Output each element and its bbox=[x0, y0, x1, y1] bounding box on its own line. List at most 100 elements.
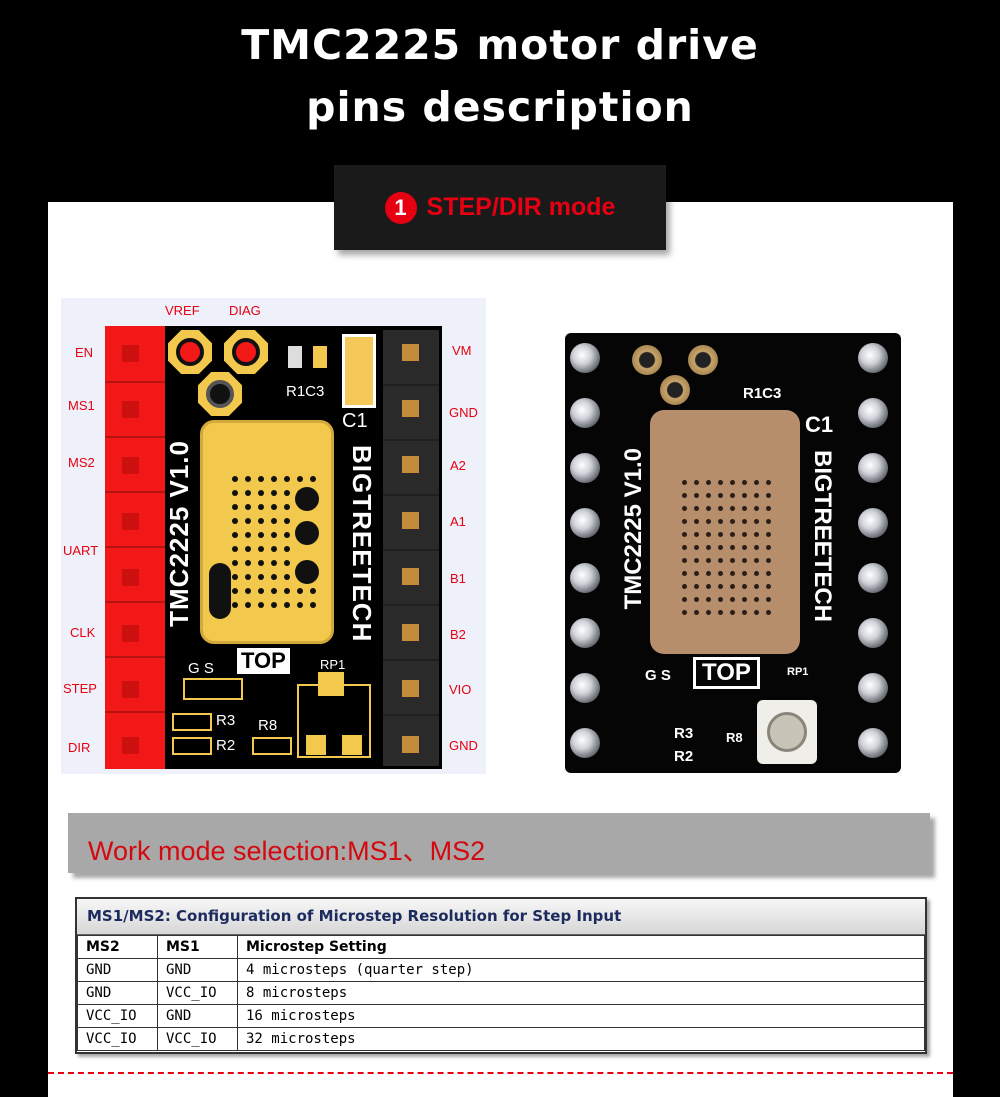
photo-via-dot bbox=[694, 506, 699, 511]
photo-via-dot bbox=[682, 571, 687, 576]
chip-via-dot bbox=[258, 518, 264, 524]
chip-via-dot bbox=[232, 574, 238, 580]
silk-top: TOP bbox=[237, 648, 290, 674]
chip-via-dot bbox=[232, 602, 238, 608]
photo-via-dot bbox=[730, 519, 735, 524]
chip-via-dot bbox=[271, 476, 277, 482]
photo-via-dot bbox=[682, 506, 687, 511]
photo-via-dot bbox=[706, 571, 711, 576]
rp1-pad-2 bbox=[306, 735, 326, 755]
silk-r3: R3 bbox=[216, 712, 236, 729]
photo-top-pin bbox=[632, 345, 662, 375]
photo-via-dot bbox=[766, 519, 771, 524]
via-pad bbox=[198, 372, 242, 416]
title-line-2: pins description bbox=[306, 83, 694, 131]
chip-via-dot bbox=[284, 476, 290, 482]
chip-via-dot bbox=[232, 588, 238, 594]
mode-label: STEP/DIR mode bbox=[426, 193, 616, 221]
photo-brand: BIGTREETECH bbox=[809, 450, 836, 623]
photo-via-dot bbox=[682, 597, 687, 602]
photo-via-dot bbox=[718, 558, 723, 563]
photo-via-dot bbox=[718, 545, 723, 550]
photo-via-dot bbox=[718, 493, 723, 498]
chip-via-dot bbox=[258, 560, 264, 566]
silk-chip-name: TMC2225 V1.0 bbox=[164, 440, 194, 627]
diag-label: DIAG bbox=[229, 303, 261, 318]
photo-r8: R8 bbox=[726, 730, 743, 745]
c3-component bbox=[313, 346, 327, 368]
chip-thermal-pad bbox=[200, 420, 334, 644]
microstep-table: MS1/MS2: Configuration of Microstep Reso… bbox=[75, 897, 927, 1054]
cell-ms2: VCC_IO bbox=[77, 1004, 158, 1028]
header-microstep: Microstep Setting bbox=[237, 935, 925, 959]
photo-via-dot bbox=[694, 571, 699, 576]
table-row: VCC_IO GND 16 microsteps bbox=[77, 1004, 925, 1028]
photo-via-dot bbox=[754, 493, 759, 498]
chip-via-dot bbox=[310, 574, 316, 580]
photo-via-dot bbox=[694, 493, 699, 498]
pin-label-vm: VM bbox=[452, 343, 472, 358]
chip-via-dot bbox=[310, 476, 316, 482]
photo-header-pin bbox=[570, 453, 600, 483]
photo-r3: R3 bbox=[674, 725, 694, 742]
photo-via-dot bbox=[766, 558, 771, 563]
photo-via-dot bbox=[694, 480, 699, 485]
photo-via-dot bbox=[766, 597, 771, 602]
photo-via-dot bbox=[718, 480, 723, 485]
photo-header-pin bbox=[570, 728, 600, 758]
photo-via-dot bbox=[682, 584, 687, 589]
photo-via-dot bbox=[694, 545, 699, 550]
photo-via-dot bbox=[706, 532, 711, 537]
photo-via-dot bbox=[754, 545, 759, 550]
pin-label-uart: UART bbox=[63, 543, 99, 558]
r2-pad bbox=[172, 737, 212, 755]
photo-via-dot bbox=[718, 610, 723, 615]
chip-via-dot bbox=[258, 504, 264, 510]
table-row: VCC_IO VCC_IO 32 microsteps bbox=[77, 1027, 925, 1051]
chip-via-dot bbox=[271, 490, 277, 496]
chip-via-dot bbox=[284, 532, 290, 538]
r3-pad bbox=[172, 713, 212, 731]
chip-via-dot bbox=[310, 490, 316, 496]
photo-via-dot bbox=[730, 545, 735, 550]
chip-via-dot bbox=[232, 546, 238, 552]
photo-via-dot bbox=[682, 493, 687, 498]
pin-label-gnd-1: GND bbox=[449, 405, 478, 420]
photo-via-dot bbox=[706, 558, 711, 563]
photo-via-dot bbox=[682, 480, 687, 485]
table-header-row: MS2 MS1 Microstep Setting bbox=[77, 935, 925, 959]
work-mode-label: Work mode selection:MS1、MS2 bbox=[88, 836, 486, 866]
chip-via-dot bbox=[245, 532, 251, 538]
photo-via-dot bbox=[694, 519, 699, 524]
chip-via-dot bbox=[271, 560, 277, 566]
pin-label-step: STEP bbox=[63, 681, 97, 696]
pin-label-ms1: MS1 bbox=[68, 398, 95, 413]
photo-via-dot bbox=[766, 584, 771, 589]
photo-via-dot bbox=[718, 519, 723, 524]
cell-ms2: VCC_IO bbox=[77, 1027, 158, 1051]
gs-jumper bbox=[183, 678, 243, 700]
photo-header-pin bbox=[570, 343, 600, 373]
vref-label: VREF bbox=[165, 303, 200, 318]
photo-via-dot bbox=[742, 519, 747, 524]
photo-header-pin bbox=[858, 508, 888, 538]
photo-via-dot bbox=[718, 597, 723, 602]
chip-via-dot bbox=[271, 546, 277, 552]
chip-via-dot bbox=[245, 588, 251, 594]
photo-r2: R2 bbox=[674, 748, 694, 765]
chip-via-dot bbox=[271, 588, 277, 594]
photo-via-dot bbox=[754, 610, 759, 615]
chip-via-dot bbox=[245, 546, 251, 552]
chip-via-dot bbox=[284, 518, 290, 524]
work-mode-banner: Work mode selection:MS1、MS2 bbox=[68, 813, 930, 873]
chip-via-dot bbox=[271, 574, 277, 580]
photo-header-pin bbox=[570, 398, 600, 428]
photo-rp1: RP1 bbox=[787, 666, 809, 678]
cell-ms1: GND bbox=[157, 1004, 238, 1028]
chip-via-dot bbox=[232, 504, 238, 510]
photo-header-pin bbox=[858, 563, 888, 593]
chip-via-dot bbox=[258, 490, 264, 496]
pin-label-b1: B1 bbox=[450, 571, 466, 586]
pin-label-en: EN bbox=[75, 345, 94, 360]
photo-via-dot bbox=[706, 519, 711, 524]
